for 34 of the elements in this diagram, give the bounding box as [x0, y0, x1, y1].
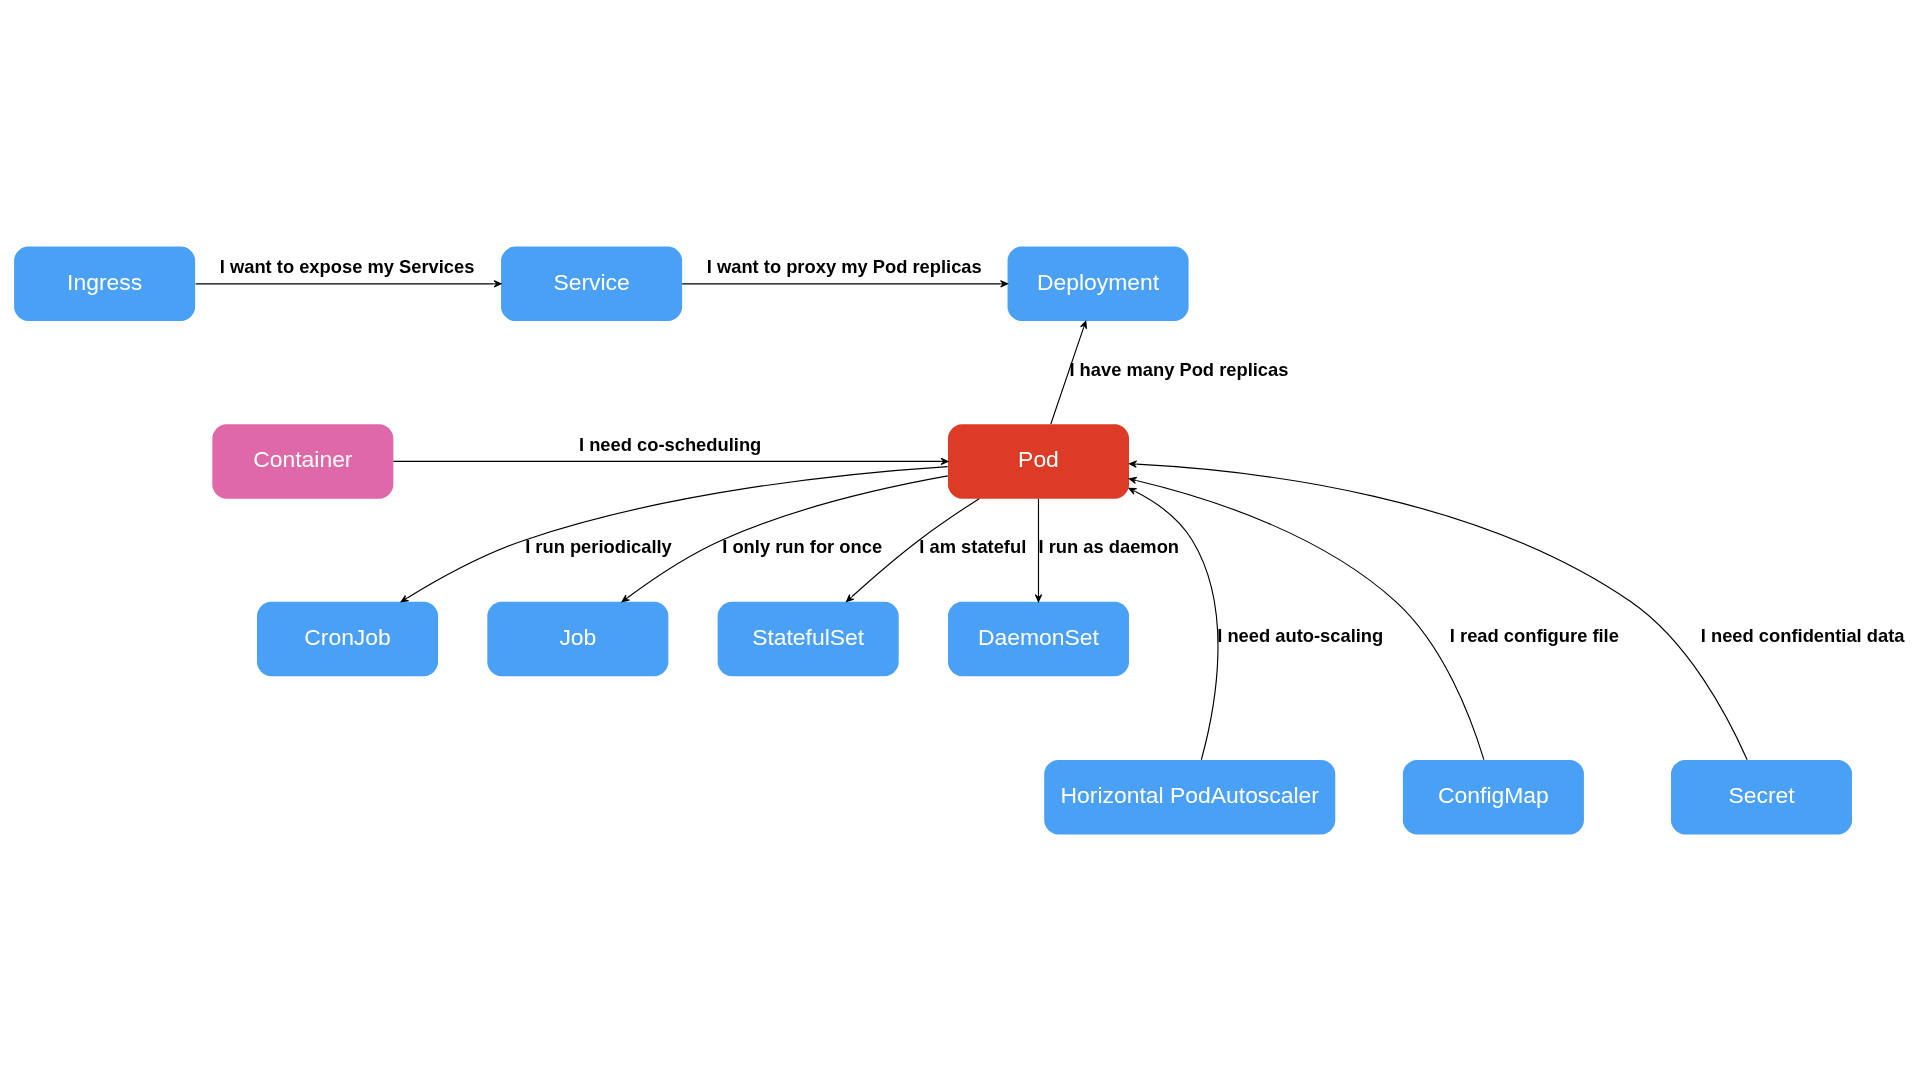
- edge-label: I read configure file: [1449, 624, 1619, 646]
- edge-label: I only run for once: [722, 535, 883, 557]
- edge-label: I need co-scheduling: [579, 433, 762, 455]
- node-box: Deployment: [1007, 246, 1189, 321]
- node-box: Job: [487, 601, 669, 676]
- arrow: [400, 465, 949, 602]
- arrow: [846, 497, 980, 602]
- node-box: Ingress: [14, 246, 196, 321]
- arrow: [195, 279, 502, 287]
- arrow: [621, 474, 949, 602]
- node-box: Container: [212, 423, 394, 499]
- node-box: Pod: [947, 423, 1129, 499]
- node-box: DaemonSet: [947, 601, 1129, 676]
- arrow: [1034, 497, 1043, 602]
- arrow: [1128, 487, 1219, 760]
- arrow: [681, 279, 1009, 287]
- edge-label: I want to proxy my Pod replicas: [706, 255, 982, 277]
- arrow: [1050, 320, 1088, 425]
- edge-label: I am stateful: [919, 535, 1027, 557]
- node-box: Secret: [1671, 759, 1853, 834]
- arrow: [1128, 460, 1748, 760]
- edge-label: I need confidential data: [1700, 624, 1905, 646]
- node-box: Horizontal PodAutoscaler: [1044, 759, 1336, 834]
- arrow: [1128, 476, 1485, 760]
- arrow: [392, 457, 949, 465]
- edge-label: I want to expose my Services: [219, 255, 475, 277]
- edge-label: I have many Pod replicas: [1069, 358, 1289, 380]
- edge-label: I run as daemon: [1038, 535, 1180, 557]
- node-box: ConfigMap: [1402, 759, 1584, 834]
- edge-label: I run periodically: [525, 535, 672, 557]
- edge-label: I need auto-scaling: [1217, 624, 1384, 646]
- node-box: Service: [501, 246, 683, 321]
- node-box: CronJob: [257, 601, 439, 676]
- node-box: StatefulSet: [717, 601, 899, 676]
